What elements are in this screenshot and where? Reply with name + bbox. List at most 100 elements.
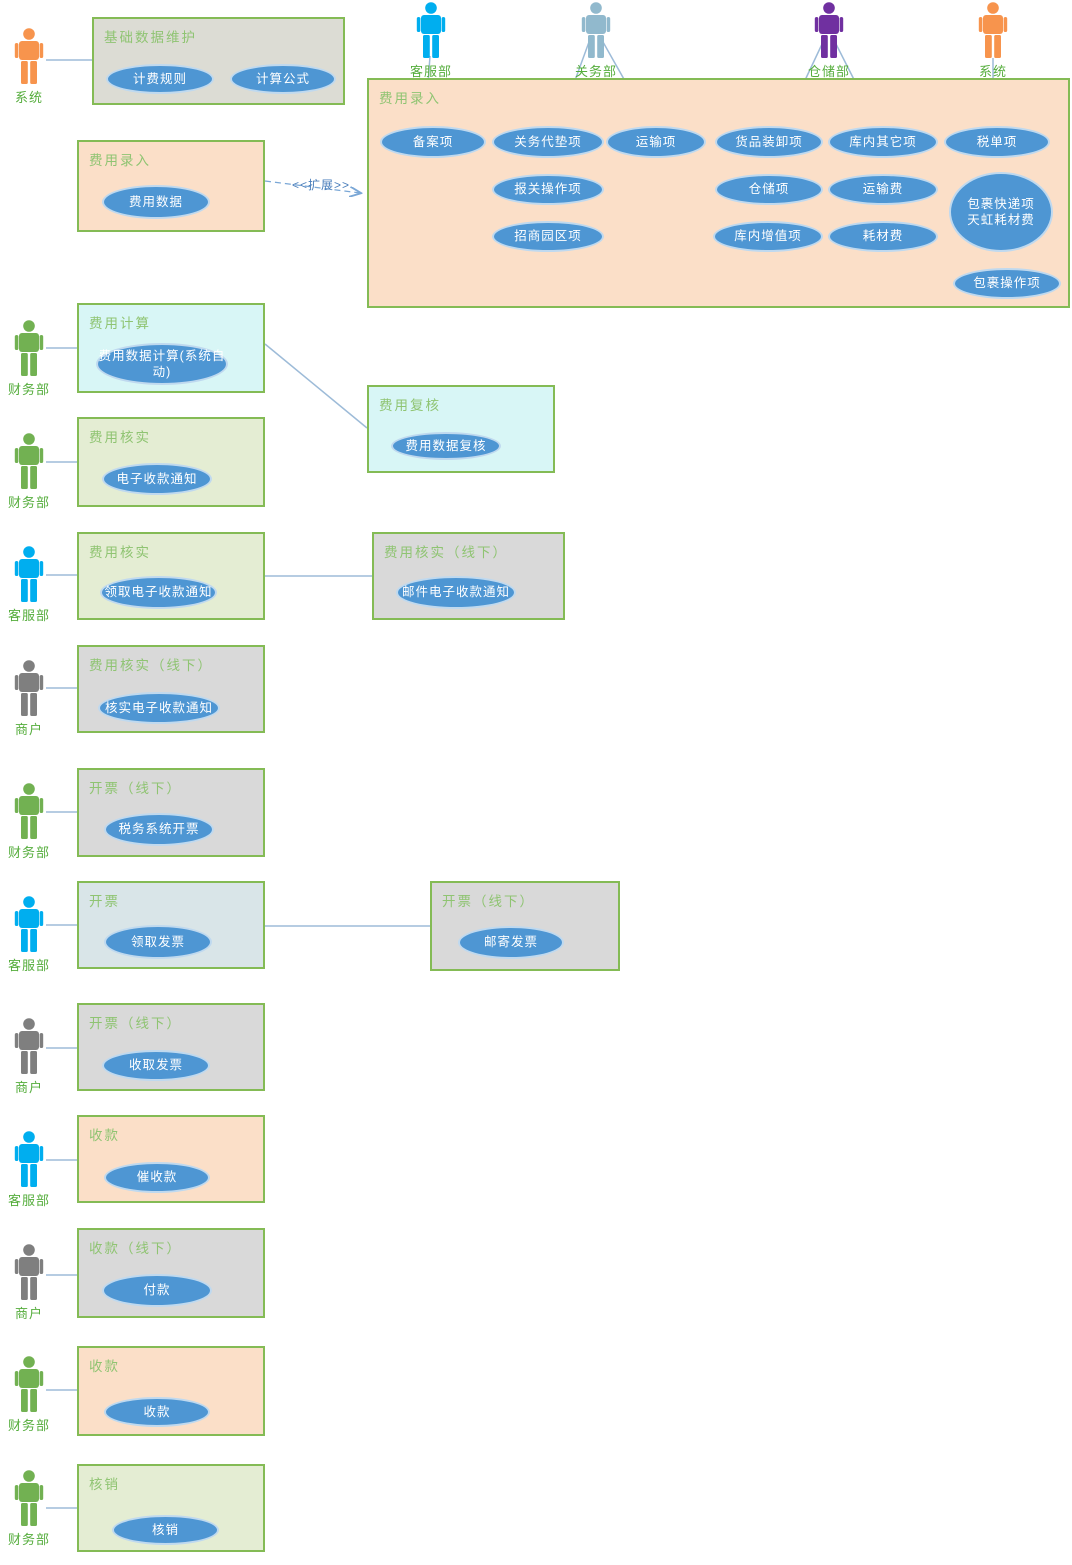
person-icon [14, 896, 44, 952]
actor-customer-service-1: 客服部 [399, 2, 463, 80]
person-icon [978, 2, 1008, 58]
usecase-parcel-express-consumables-fee: 包裹快递项 天虹耗材费 [949, 172, 1053, 252]
usecase-transport-fee: 运输费 [828, 174, 938, 205]
usecase-calc-formula: 计算公式 [230, 64, 336, 94]
group-collection-cs: 收款 催收款 [77, 1115, 265, 1203]
group-fee-entry-main: 费用录入 备案项 关务代垫项 运输项 货品装卸项 库内其它项 税单项 报关操作项… [367, 78, 1070, 308]
group-fee-entry-small: 费用录入 费用数据 [77, 140, 265, 232]
actor-finance-5: 财务部 [0, 1470, 61, 1548]
person-icon [14, 1131, 44, 1187]
usecase-parcel-op-item: 包裹操作项 [953, 268, 1061, 299]
actor-label: 商户 [14, 1306, 43, 1321]
actor-label: 财务部 [7, 382, 50, 397]
usecase-collect-invoice: 领取发票 [104, 925, 212, 959]
actor-finance-4: 财务部 [0, 1356, 61, 1434]
usecase-receive-invoice: 收取发票 [102, 1050, 210, 1081]
person-icon [416, 2, 446, 58]
usecase-warehousing-item: 仓储项 [715, 174, 823, 205]
actor-merchant-3: 商户 [0, 1244, 61, 1322]
group-invoice-offline-finance: 开票（线下） 税务系统开票 [77, 768, 265, 857]
usecase-fee-data-auto-calc: 费用数据计算(系统自动) [96, 343, 228, 385]
person-icon [14, 1356, 44, 1412]
usecase-inwarehouse-other-item: 库内其它项 [828, 126, 938, 158]
actor-label: 商户 [14, 722, 43, 737]
actor-merchant-2: 商户 [0, 1018, 61, 1096]
actor-system-2: 系统 [961, 2, 1025, 80]
group-collection-finance: 收款 收款 [77, 1346, 265, 1436]
group-title: 费用核实 [89, 545, 151, 560]
group-title: 开票（线下） [89, 1016, 182, 1031]
actor-merchant-1: 商户 [0, 660, 61, 738]
group-title: 费用复核 [379, 398, 441, 413]
usecase-mail-epayment-notice: 邮件电子收款通知 [396, 576, 516, 609]
group-title: 收款 [89, 1359, 120, 1374]
actor-label: 客服部 [409, 64, 452, 79]
usecase-collect-payment: 收款 [104, 1397, 210, 1427]
usecase-billing-rules: 计费规则 [106, 64, 214, 94]
group-title: 费用核实（线下） [89, 658, 213, 673]
actor-label: 商户 [14, 1080, 43, 1095]
usecase-verify-epayment-notice: 核实电子收款通知 [98, 692, 220, 724]
actor-label: 关务部 [574, 64, 617, 79]
usecase-filing-item: 备案项 [380, 126, 486, 158]
person-icon [814, 2, 844, 58]
person-icon [14, 433, 44, 489]
usecase-merchants-park-item: 招商园区项 [492, 221, 604, 252]
person-icon [14, 320, 44, 376]
group-collection-offline-merchant: 收款（线下） 付款 [77, 1228, 265, 1318]
group-invoice-offline-mail: 开票（线下） 邮寄发票 [430, 881, 620, 971]
usecase-fee-data-recheck: 费用数据复核 [391, 432, 501, 460]
actor-label: 财务部 [7, 1532, 50, 1547]
group-title: 基础数据维护 [104, 30, 197, 45]
person-icon [14, 660, 44, 716]
group-title: 核销 [89, 1477, 120, 1492]
person-icon [14, 28, 44, 84]
actor-label: 仓储部 [807, 64, 850, 79]
actor-label: 财务部 [7, 495, 50, 510]
actor-label: 财务部 [7, 845, 50, 860]
usecase-inwarehouse-valueadd-item: 库内增值项 [713, 221, 823, 252]
group-title: 开票（线下） [442, 894, 535, 909]
usecase-loading-unloading-item: 货品装卸项 [715, 126, 823, 158]
actor-customer-service-4: 客服部 [0, 1131, 61, 1209]
person-icon [14, 1470, 44, 1526]
usecase-customs-advance-item: 关务代垫项 [492, 126, 604, 158]
group-title: 费用核实 [89, 430, 151, 445]
group-invoice-offline-merchant: 开票（线下） 收取发票 [77, 1003, 265, 1091]
group-base-data-maintenance: 基础数据维护 计费规则 计算公式 [92, 17, 345, 105]
usecase-tax-system-invoicing: 税务系统开票 [104, 813, 214, 846]
usecase-urge-payment: 催收款 [104, 1162, 210, 1193]
actor-label: 客服部 [7, 958, 50, 973]
extend-stereotype-label: <<扩展>> [292, 178, 351, 192]
group-title: 费用计算 [89, 316, 151, 331]
usecase-epayment-notice: 电子收款通知 [102, 463, 212, 495]
actor-label: 系统 [14, 90, 43, 105]
person-icon [581, 2, 611, 58]
group-fee-verify-cs: 费用核实 领取电子收款通知 [77, 532, 265, 620]
group-title: 开票（线下） [89, 781, 182, 796]
actor-customs-dept: 关务部 [564, 2, 628, 80]
usecase-fee-data: 费用数据 [102, 185, 210, 219]
group-title: 费用录入 [379, 91, 441, 106]
usecase-mail-invoice: 邮寄发票 [458, 926, 564, 959]
usecase-tax-bill-item: 税单项 [944, 126, 1050, 158]
usecase-writeoff: 核销 [112, 1515, 219, 1545]
group-invoice-cs: 开票 领取发票 [77, 881, 265, 969]
actor-label: 财务部 [7, 1418, 50, 1433]
actor-label: 客服部 [7, 1193, 50, 1208]
group-fee-verify-offline-merchant: 费用核实（线下） 核实电子收款通知 [77, 645, 265, 733]
person-icon [14, 546, 44, 602]
group-title: 费用核实（线下） [384, 545, 508, 560]
usecase-consumables-fee: 耗材费 [828, 221, 938, 252]
group-title: 收款（线下） [89, 1241, 182, 1256]
group-fee-verify-offline-mail: 费用核实（线下） 邮件电子收款通知 [372, 532, 565, 620]
actor-finance-1: 财务部 [0, 320, 61, 398]
person-icon [14, 1244, 44, 1300]
group-writeoff: 核销 核销 [77, 1464, 265, 1552]
actor-customer-service-3: 客服部 [0, 896, 61, 974]
group-title: 收款 [89, 1128, 120, 1143]
usecase-pay: 付款 [102, 1274, 212, 1307]
usecase-receive-epayment-notice: 领取电子收款通知 [100, 576, 217, 609]
group-fee-recheck: 费用复核 费用数据复核 [367, 385, 555, 473]
